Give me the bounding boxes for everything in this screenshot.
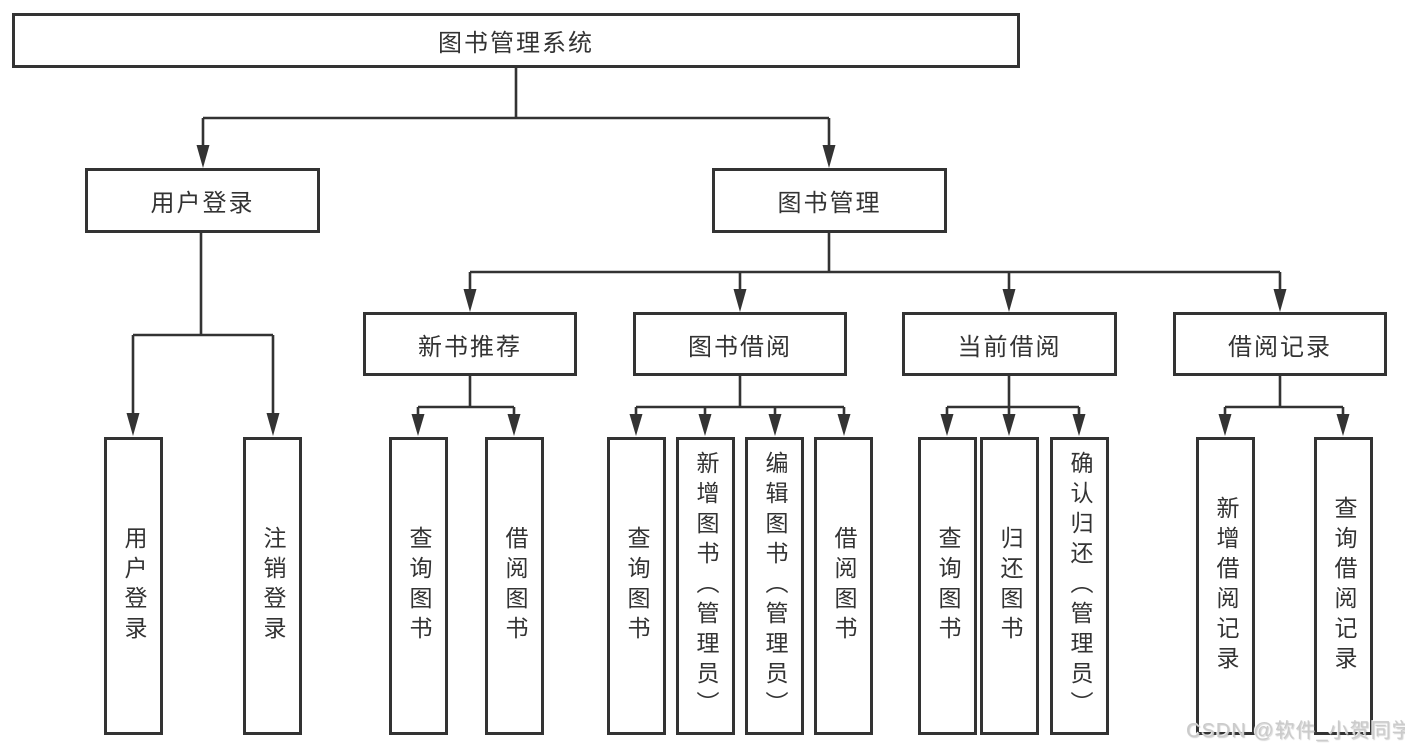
- leaf-recommend-query-book: 查询图书: [389, 437, 448, 735]
- leaf-borrow-query-book: 查询图书: [607, 437, 666, 735]
- leaf-return-book-label: 归还图书: [997, 526, 1023, 646]
- leaf-borrow-book: 借阅图书: [814, 437, 873, 735]
- node-book-management: 图书管理: [712, 168, 947, 233]
- leaf-add-borrow-record: 新增借阅记录: [1196, 437, 1255, 735]
- connector-arrowheads: [126, 145, 1350, 436]
- leaf-query-borrow-record-label: 查询借阅记录: [1331, 496, 1357, 676]
- leaf-user-login: 用户登录: [104, 437, 163, 735]
- leaf-logout: 注销登录: [243, 437, 302, 735]
- node-book-borrowing-label: 图书借阅: [688, 333, 792, 361]
- node-new-book-recommend: 新书推荐: [363, 312, 577, 376]
- leaf-logout-label: 注销登录: [260, 526, 286, 646]
- node-current-borrowing-label: 当前借阅: [957, 333, 1062, 361]
- leaf-borrow-query-book-label: 查询图书: [624, 526, 650, 646]
- leaf-edit-book-admin-label: 编辑图书（管理员）: [762, 451, 788, 721]
- node-book-borrowing: 图书借阅: [633, 312, 847, 376]
- leaf-confirm-return-admin: 确认归还（管理员）: [1050, 437, 1109, 735]
- leaf-add-borrow-record-label: 新增借阅记录: [1213, 496, 1239, 676]
- node-root: 图书管理系统: [12, 13, 1020, 68]
- leaf-recommend-query-book-label: 查询图书: [406, 526, 432, 646]
- leaf-edit-book-admin: 编辑图书（管理员）: [745, 437, 804, 735]
- leaf-recommend-borrow-book-label: 借阅图书: [502, 526, 528, 646]
- leaf-add-book-admin-label: 新增图书（管理员）: [693, 451, 719, 721]
- leaf-current-query-book-label: 查询图书: [935, 526, 961, 646]
- csdn-watermark: CSDN @软件_小贺同学: [1186, 720, 1405, 742]
- connector-wires: [131, 68, 1345, 415]
- node-borrowing-records: 借阅记录: [1173, 312, 1387, 376]
- leaf-borrow-book-label: 借阅图书: [831, 526, 857, 646]
- leaf-current-query-book: 查询图书: [918, 437, 977, 735]
- leaf-query-borrow-record: 查询借阅记录: [1314, 437, 1373, 735]
- node-borrowing-records-label: 借阅记录: [1228, 333, 1332, 361]
- node-user-login: 用户登录: [85, 168, 320, 233]
- leaf-confirm-return-admin-label: 确认归还（管理员）: [1067, 451, 1093, 721]
- leaf-user-login-label: 用户登录: [121, 526, 147, 646]
- leaf-add-book-admin: 新增图书（管理员）: [676, 437, 735, 735]
- leaf-return-book: 归还图书: [980, 437, 1039, 735]
- node-root-label: 图书管理系统: [438, 30, 594, 57]
- node-user-login-label: 用户登录: [150, 190, 255, 217]
- leaf-recommend-borrow-book: 借阅图书: [485, 437, 544, 735]
- node-new-book-recommend-label: 新书推荐: [418, 333, 522, 361]
- node-current-borrowing: 当前借阅: [902, 312, 1117, 376]
- node-book-management-label: 图书管理: [777, 190, 882, 217]
